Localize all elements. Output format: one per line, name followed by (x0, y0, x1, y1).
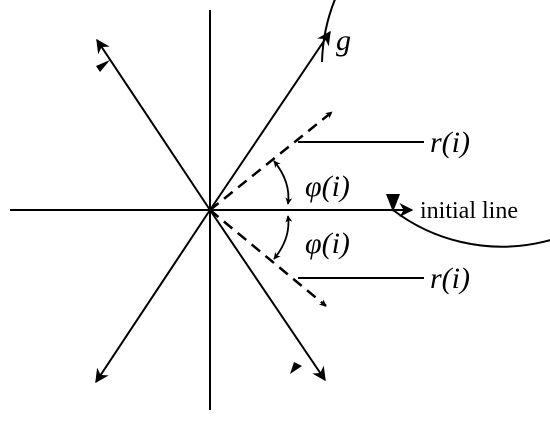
upper-left-arrow (96, 38, 211, 211)
g-direction-arrow (209, 30, 331, 211)
r-lower-dashed-vector (209, 209, 327, 307)
r-lower-label: r(i) (430, 262, 470, 295)
reference-circle-arc (321, 0, 550, 248)
phi-angle-arc (273, 160, 293, 205)
circle-arrowhead-lower-right (290, 362, 302, 374)
r-upper-dashed-vector (209, 111, 333, 211)
circle-arrowhead-right (386, 194, 400, 212)
circle-arrowhead-upper-left (96, 60, 110, 72)
phi-label: φ(i) (305, 170, 350, 203)
r-upper-label: r(i) (430, 126, 470, 159)
initial-line-label: initial line (420, 198, 518, 224)
lower-left-arrow (95, 209, 211, 384)
lower-right-arrow (209, 209, 326, 382)
g-label: g (336, 24, 351, 57)
varphi-label: φ(i) (305, 227, 350, 260)
varphi-angle-arc (273, 215, 293, 260)
